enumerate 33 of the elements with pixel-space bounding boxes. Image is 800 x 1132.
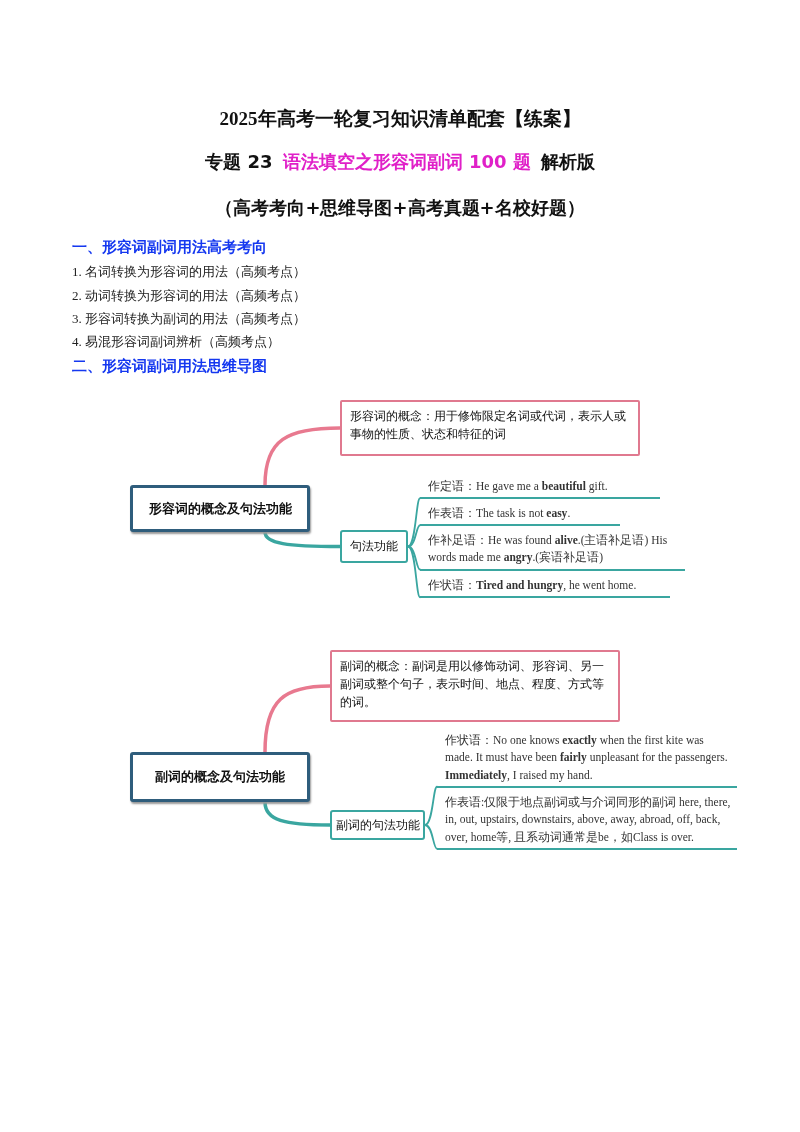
page-title: 2025年高考一轮复习知识清单配套【练案】 [218, 107, 582, 131]
list-item: 2. 动词转换为形容词的用法（高频考点） [72, 287, 306, 305]
subtopic-box: 句法功能 [340, 530, 408, 563]
branch-line [263, 530, 342, 549]
example-text: 作表语：The task is not easy. [420, 503, 620, 527]
list-item: 1. 名词转换为形容词的用法（高频考点） [72, 263, 306, 281]
branch-line [263, 684, 332, 754]
subtopic-box: 副词的句法功能 [330, 810, 425, 840]
branch-line [263, 426, 342, 487]
branch-line [407, 545, 421, 571]
branch-line [424, 824, 438, 850]
topic-box: 副词的概念及句法功能 [130, 752, 310, 802]
example-text: 作状语：No one knows exactly when the first kite was made. It must have been fairly unpleasant for the passengers. Immediately, I raised my hand. [437, 730, 737, 788]
definition-box: 形容词的概念：用于修饰限定名词或代词，表示人或事物的性质、状态和特征的词 [340, 400, 640, 456]
section-heading: 一、形容词副词用法高考考向 [72, 238, 267, 257]
branch-line [424, 785, 438, 826]
list-item: 4. 易混形容词副词辨析（高频考点） [72, 333, 280, 351]
subtitle: （高考考向+思维导图+高考真题+名校好题） [214, 196, 586, 220]
branch-line [407, 545, 421, 599]
subtitle: 解析版 [540, 150, 595, 174]
branch-line [407, 497, 421, 548]
branch-line [407, 524, 421, 548]
example-text: 作状语：Tired and hungry, he went home. [420, 575, 670, 599]
list-item: 3. 形容词转换为副词的用法（高频考点） [72, 310, 306, 328]
topic-box: 形容词的概念及句法功能 [130, 485, 310, 532]
example-text: 作定语：He gave me a beautiful gift. [420, 476, 660, 500]
example-text: 作表语:仅限于地点副词或与介词同形的副词 here, there, in, out, upstairs, downstairs, above, away, abroad, off, back, over, home等, 且系动词通常是be，如Class is over. [437, 792, 737, 850]
example-text: 作补足语：He was found alive.(主语补足语) His words made me angry.(宾语补足语) [420, 530, 685, 571]
subtitle: 专题 23 [205, 150, 273, 174]
subtitle: 语法填空之形容词副词 100 题 [282, 150, 531, 174]
definition-box: 副词的概念：副词是用以修饰动词、形容词、另一副词或整个句子，表示时间、地点、程度、方式等的词。 [330, 650, 620, 722]
branch-line [263, 800, 332, 827]
section-heading: 二、形容词副词用法思维导图 [72, 357, 267, 376]
